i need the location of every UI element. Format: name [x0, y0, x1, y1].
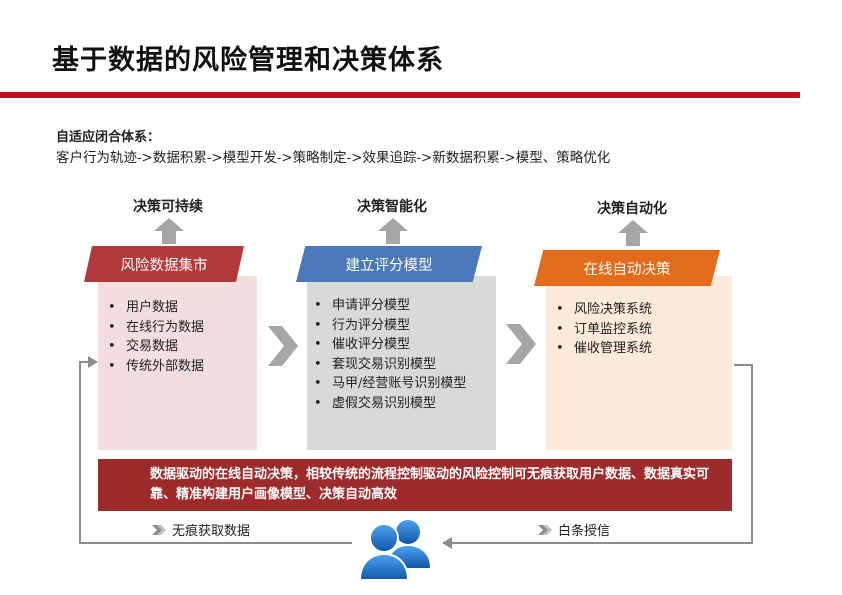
column-2-list: 申请评分模型 行为评分模型 催收评分模型 套现交易识别模型 马甲/经营账号识别模… [310, 296, 488, 413]
column-1-top-label: 决策可持续 [133, 199, 203, 215]
title-divider [0, 92, 800, 98]
column-1-banner: 风险数据集市 [84, 246, 244, 282]
column-3-banner: 在线自动决策 [534, 250, 720, 286]
list-item: 传统外部数据 [104, 357, 254, 377]
list-item: 风险决策系统 [552, 300, 730, 320]
subtitle-text: 客户行为轨迹->数据积累->模型开发->策略制定->效果追踪->新数据积累->模… [56, 150, 611, 166]
list-item: 催收评分模型 [310, 335, 488, 355]
chevron-right-icon [268, 326, 298, 366]
double-chevron-icon [152, 524, 166, 535]
list-item: 用户数据 [104, 298, 254, 318]
column-2-top-label: 决策智能化 [357, 199, 427, 215]
column-2-banner: 建立评分模型 [296, 246, 482, 282]
list-item: 行为评分模型 [310, 316, 488, 336]
subtitle-heading: 自适应闭合体系： [56, 130, 161, 145]
list-item: 虚假交易识别模型 [310, 394, 488, 414]
bottom-left-label: 无痕获取数据 [152, 520, 250, 539]
double-chevron-icon [538, 524, 552, 535]
chevron-right-icon [506, 324, 536, 364]
column-3-top-label: 决策自动化 [597, 201, 667, 217]
up-arrow-icon [618, 220, 648, 246]
bottom-right-label-text: 白条授信 [558, 524, 611, 539]
list-item: 在线行为数据 [104, 318, 254, 338]
users-icon [358, 520, 430, 581]
up-arrow-icon [378, 218, 408, 244]
column-1-list: 用户数据 在线行为数据 交易数据 传统外部数据 [104, 298, 254, 376]
summary-bar: 数据驱动的在线自动决策，相较传统的流程控制驱动的风险控制可无痕获取用户数据、数据… [98, 459, 732, 511]
page-title: 基于数据的风险管理和决策体系 [52, 45, 444, 76]
up-arrow-icon [154, 218, 184, 244]
bottom-left-label-text: 无痕获取数据 [172, 524, 251, 539]
list-item: 交易数据 [104, 337, 254, 357]
bottom-right-label: 白条授信 [538, 520, 610, 539]
list-item: 订单监控系统 [552, 320, 730, 340]
list-item: 申请评分模型 [310, 296, 488, 316]
list-item: 马甲/经营账号识别模型 [310, 374, 488, 394]
column-3-list: 风险决策系统 订单监控系统 催收管理系统 [552, 300, 730, 359]
list-item: 催收管理系统 [552, 339, 730, 359]
list-item: 套现交易识别模型 [310, 355, 488, 375]
